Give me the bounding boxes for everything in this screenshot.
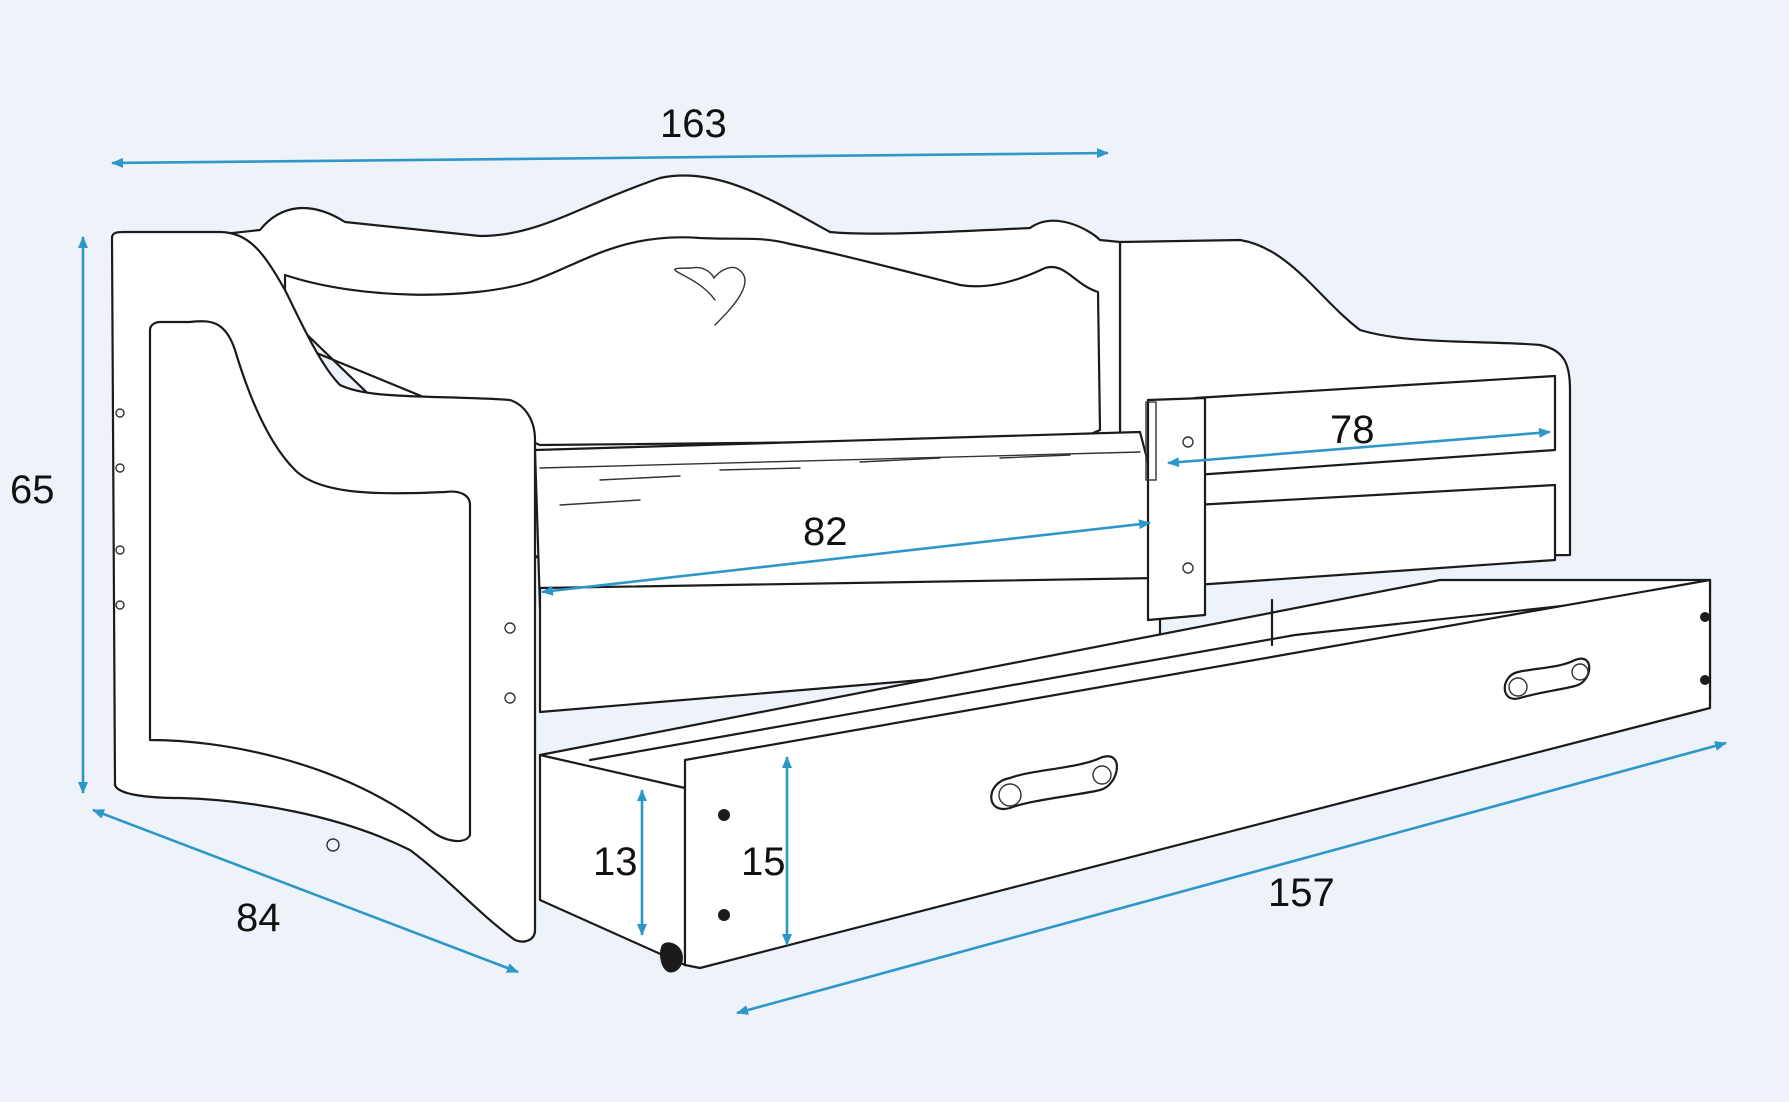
arrow-mattress-length xyxy=(541,519,1151,596)
arrow-guard-rail-length xyxy=(1167,427,1551,468)
label-height: 65 xyxy=(10,468,55,512)
label-drawer-inner-height: 13 xyxy=(593,840,638,884)
label-drawer-length: 157 xyxy=(1268,871,1335,915)
label-mattress-length: 82 xyxy=(803,510,848,554)
label-drawer-front-height: 15 xyxy=(741,840,786,884)
drawer-handle-right xyxy=(1503,657,1591,700)
arrow-drawer-length xyxy=(736,741,1727,1015)
left-side-panel xyxy=(110,230,537,943)
label-guard-rail-length: 78 xyxy=(1330,408,1375,452)
arrow-overall-width xyxy=(111,148,1109,168)
dimension-arrows xyxy=(78,148,1727,1015)
label-overall-width: 163 xyxy=(660,102,727,146)
arrow-depth xyxy=(92,808,519,974)
label-depth: 84 xyxy=(236,896,281,940)
